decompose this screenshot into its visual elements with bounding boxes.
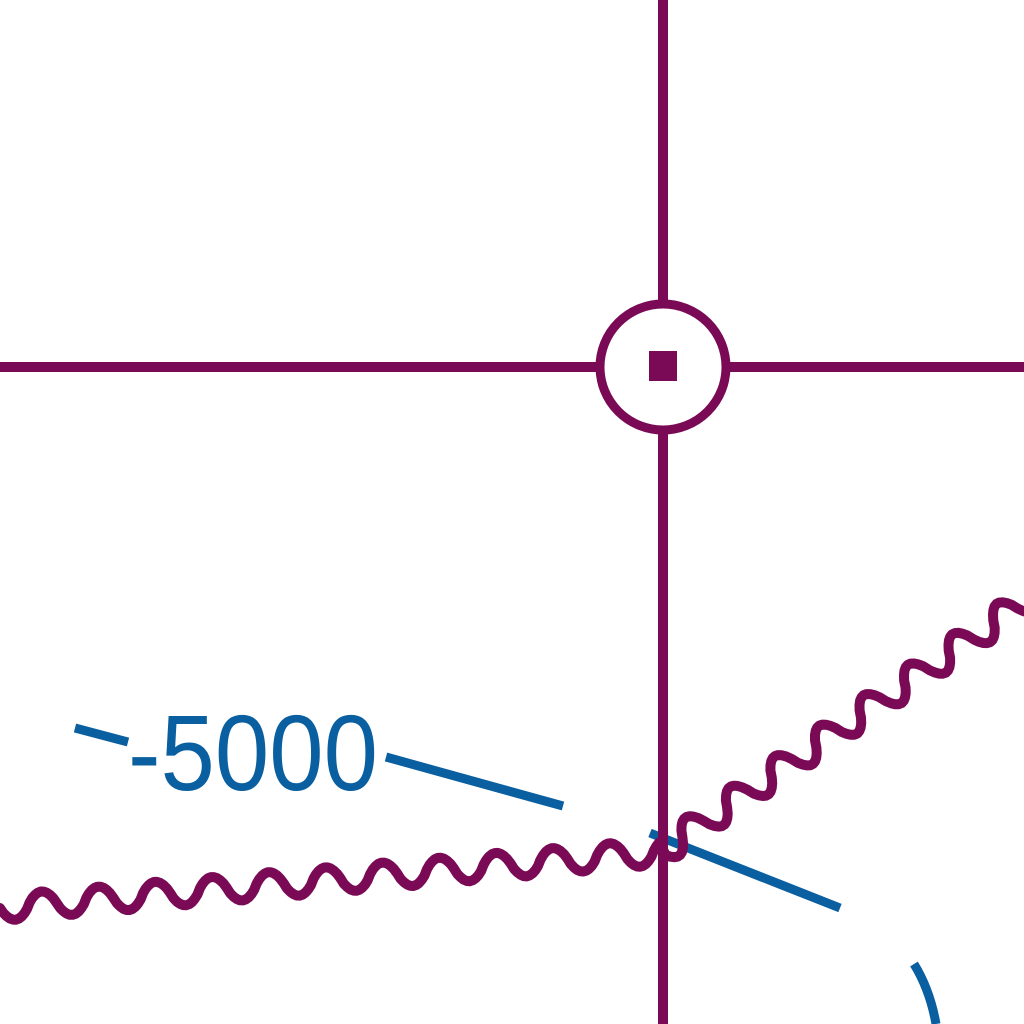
contour-segment-left-tick	[73, 723, 130, 747]
contour-segment-corner	[910, 961, 941, 1024]
wavy-boundary-line	[0, 597, 1024, 925]
marker-dot	[649, 351, 677, 381]
contour-segment-right-of-label	[384, 752, 565, 811]
circled-dot-marker	[595, 299, 731, 435]
contour-depth-label: -5000	[128, 692, 378, 813]
marker-ring	[595, 299, 731, 435]
